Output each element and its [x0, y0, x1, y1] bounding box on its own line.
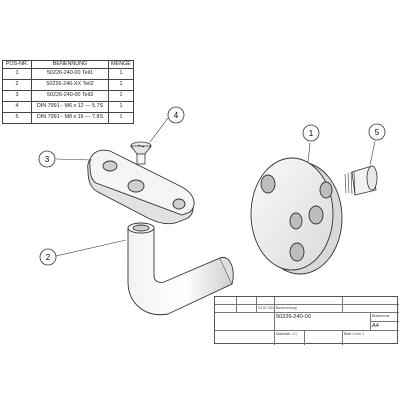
plate-holes [102, 160, 186, 210]
table-row: 5 DIN 7991 - M8 x 16 --- 7.8S 1 [2, 112, 134, 124]
balloon-5: 5 [368, 123, 386, 166]
balloon-2-label: 2 [46, 253, 51, 262]
balloon-4: 4 [149, 106, 185, 143]
flange-holes [260, 174, 333, 262]
parts-list-header-row: POS-NR. BENENNUNG MENGE [2, 60, 134, 69]
part-5-countersunk-screw [344, 165, 378, 196]
balloon-5-label: 5 [375, 128, 380, 137]
title-block-drawing-label: Bezeichnung [275, 305, 343, 313]
part-4-countersunk-screw [130, 141, 152, 165]
title-block: 13.07.2011 Bezeichnung 50226-240-00 Blat… [214, 296, 399, 345]
title-block-sheet: Blatt 1 von 1 [344, 331, 364, 336]
balloon-3-label: 3 [45, 155, 50, 164]
part-2-bent-tube [127, 222, 234, 316]
row-name: DIN 7991 - M8 x 16 --- 7.8S [31, 112, 109, 124]
parts-list-table: POS-NR. BENENNUNG MENGE 1 50226-240-00 T… [2, 60, 134, 124]
balloon-1: 1 [302, 124, 320, 163]
part-1-flange-disc [250, 157, 343, 275]
row-qty: 1 [108, 112, 134, 124]
title-block-scale: Maßstab: 1:1 [275, 331, 305, 345]
balloon-2: 2 [39, 239, 127, 266]
title-block-drawing-number: 50226-240-00 [276, 313, 311, 320]
title-block-format-label: Blattformat [371, 313, 399, 322]
balloon-4-label: 4 [174, 111, 179, 120]
balloon-1-label: 1 [309, 129, 314, 138]
balloon-3: 3 [38, 150, 93, 168]
screw-thread [344, 171, 356, 195]
part-3-base-plate [87, 149, 195, 225]
title-block-format: A4 [372, 322, 379, 329]
table-row: 4 DIN 7991 - M6 x 12 --- 5.7S 1 [2, 101, 134, 113]
title-block-date: 13.07.2011 [257, 305, 275, 313]
